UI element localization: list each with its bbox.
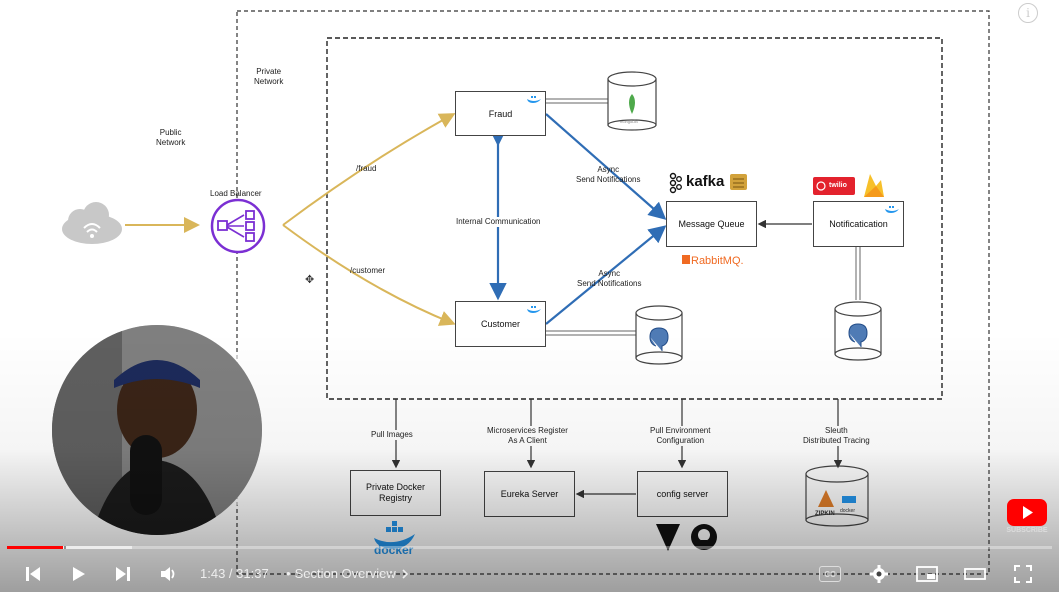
route-fraud-label: /fraud: [356, 164, 377, 173]
postgres-icon: [635, 305, 683, 365]
async-bottom-label: Async Send Notifications: [577, 269, 642, 288]
fraud-to-queue-arrow: [545, 113, 667, 220]
sleuth-label: Sleuth Distributed Tracing: [803, 426, 870, 446]
fraud-service-box: Fraud: [455, 91, 546, 136]
player-controls: 1:43 / 31:37 • Section Overview CC: [0, 556, 1059, 592]
rabbitmq-icon: [682, 255, 690, 264]
miniplayer-button[interactable]: [913, 556, 941, 592]
play-button[interactable]: [63, 556, 93, 592]
message-queue-box: Message Queue: [666, 201, 757, 247]
lb-to-fraud-arrow: [282, 113, 456, 226]
private-network-outer-boundary: [236, 10, 990, 575]
theater-mode-button[interactable]: [961, 556, 989, 592]
webcam-overlay: [52, 325, 262, 535]
next-button[interactable]: [108, 556, 138, 592]
zipkin-docker-label: docker: [840, 508, 856, 514]
miniplayer-icon: [916, 566, 938, 582]
presenter-video: [52, 325, 262, 535]
kafka-icon: [669, 172, 747, 194]
mongodb-label: mongoDB: [620, 119, 638, 124]
customer-to-queue-arrow: [545, 225, 667, 325]
docker-icon: [374, 521, 415, 549]
docker-icon: [885, 206, 899, 213]
postgres-icon: [834, 301, 882, 361]
chapter-separator: •: [286, 566, 291, 581]
pull-env-label: Pull Environment Configuration: [650, 426, 711, 446]
customer-service-box: Customer: [455, 301, 546, 347]
volume-icon: [161, 567, 175, 581]
chapter-title: Section Overview: [294, 566, 396, 581]
vault-icon: [656, 524, 680, 551]
skip-next-icon: [116, 567, 130, 581]
load-balancer-label: Load Balancer: [210, 189, 262, 198]
twilio-icon: [813, 177, 855, 195]
private-network-inner-boundary: [326, 37, 943, 400]
private-registry-label: Private Docker Registry: [365, 482, 426, 503]
progress-buffered: [7, 546, 133, 549]
docker-label: docker: [374, 543, 414, 557]
eureka-server-label: Eureka Server: [500, 489, 559, 499]
fullscreen-button[interactable]: [1009, 556, 1037, 592]
captions-button[interactable]: CC: [817, 556, 843, 592]
customer-service-label: Customer: [480, 319, 520, 329]
cursor-crosshair: ✥: [305, 273, 314, 286]
chapter-marker: [64, 546, 66, 549]
info-label: i: [1026, 6, 1030, 20]
docker-icon: [527, 96, 541, 103]
progress-played: [7, 546, 64, 549]
zipkin-label: ZIPKIN: [815, 511, 835, 517]
cloud-icon: [62, 202, 122, 244]
time-display: 1:43 / 31:37: [200, 566, 269, 581]
notification-service-label: Notificatication: [829, 219, 888, 229]
gear-icon: [870, 565, 888, 583]
load-balancer-icon: [210, 198, 266, 254]
rabbitmq-label: RabbitMQ.: [691, 255, 744, 267]
twilio-label: twilio: [829, 182, 847, 189]
chevron-right-icon: [402, 568, 408, 579]
github-icon: [691, 524, 717, 550]
private-network-label: Private Network: [254, 67, 284, 86]
lb-to-customer-arrow: [282, 224, 456, 326]
route-customer-label: /customer: [350, 266, 386, 275]
cc-icon: CC: [819, 566, 841, 582]
fraud-service-label: Fraud: [488, 108, 513, 119]
config-server-box: config server: [637, 471, 728, 517]
kafka-label: kafka: [686, 173, 725, 190]
firebase-icon: [864, 174, 884, 197]
settings-button[interactable]: [865, 556, 893, 592]
subscribe-watermark[interactable]: SUBSCRIBE: [1004, 497, 1050, 537]
eureka-server-box: Eureka Server: [484, 471, 575, 517]
youtube-logo-icon: [1007, 499, 1047, 526]
private-registry-box: Private Docker Registry: [350, 470, 441, 516]
progress-bar[interactable]: [7, 546, 1052, 549]
public-network-label: Public Network: [156, 128, 186, 147]
fullscreen-icon: [1014, 565, 1032, 583]
internal-communication-label: Internal Communication: [455, 217, 542, 227]
theater-icon: [964, 568, 986, 580]
config-server-label: config server: [656, 489, 709, 499]
message-queue-label: Message Queue: [678, 219, 745, 229]
volume-button[interactable]: [153, 556, 183, 592]
previous-button[interactable]: [18, 556, 48, 592]
async-top-label: Async Send Notifications: [576, 165, 641, 184]
pull-images-label: Pull Images: [371, 430, 413, 440]
docker-icon: [527, 306, 541, 313]
skip-previous-icon: [26, 567, 40, 581]
mongodb-icon: [607, 71, 657, 131]
ms-register-label: Microservices Register As A Client: [487, 426, 568, 446]
cc-label: CC: [824, 569, 836, 579]
play-icon: [73, 567, 85, 581]
chapter-title-button[interactable]: • Section Overview: [286, 566, 410, 581]
subscribe-label: SUBSCRIBE: [1006, 527, 1048, 534]
info-icon[interactable]: i: [1018, 3, 1038, 23]
notification-service-box: Notificatication: [813, 201, 904, 247]
sleuth-zipkin-icon: [805, 465, 869, 527]
